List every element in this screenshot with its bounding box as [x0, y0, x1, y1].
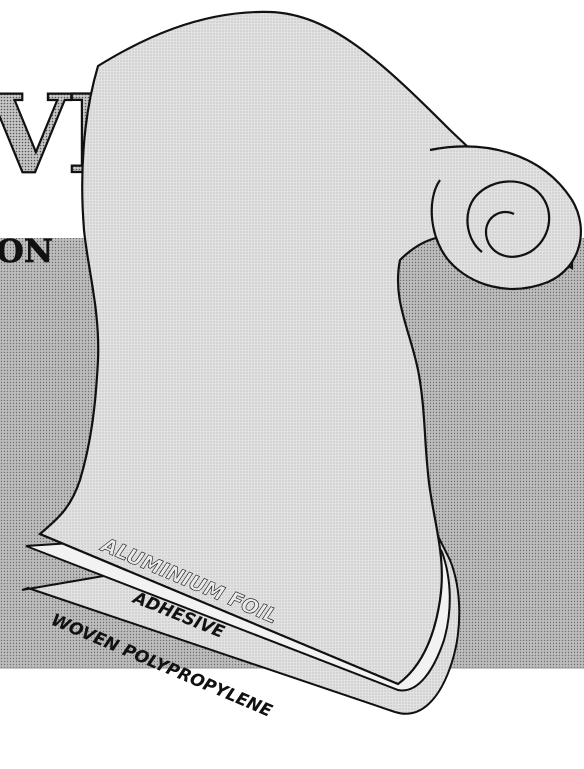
headline-subword: ON: [0, 232, 53, 270]
